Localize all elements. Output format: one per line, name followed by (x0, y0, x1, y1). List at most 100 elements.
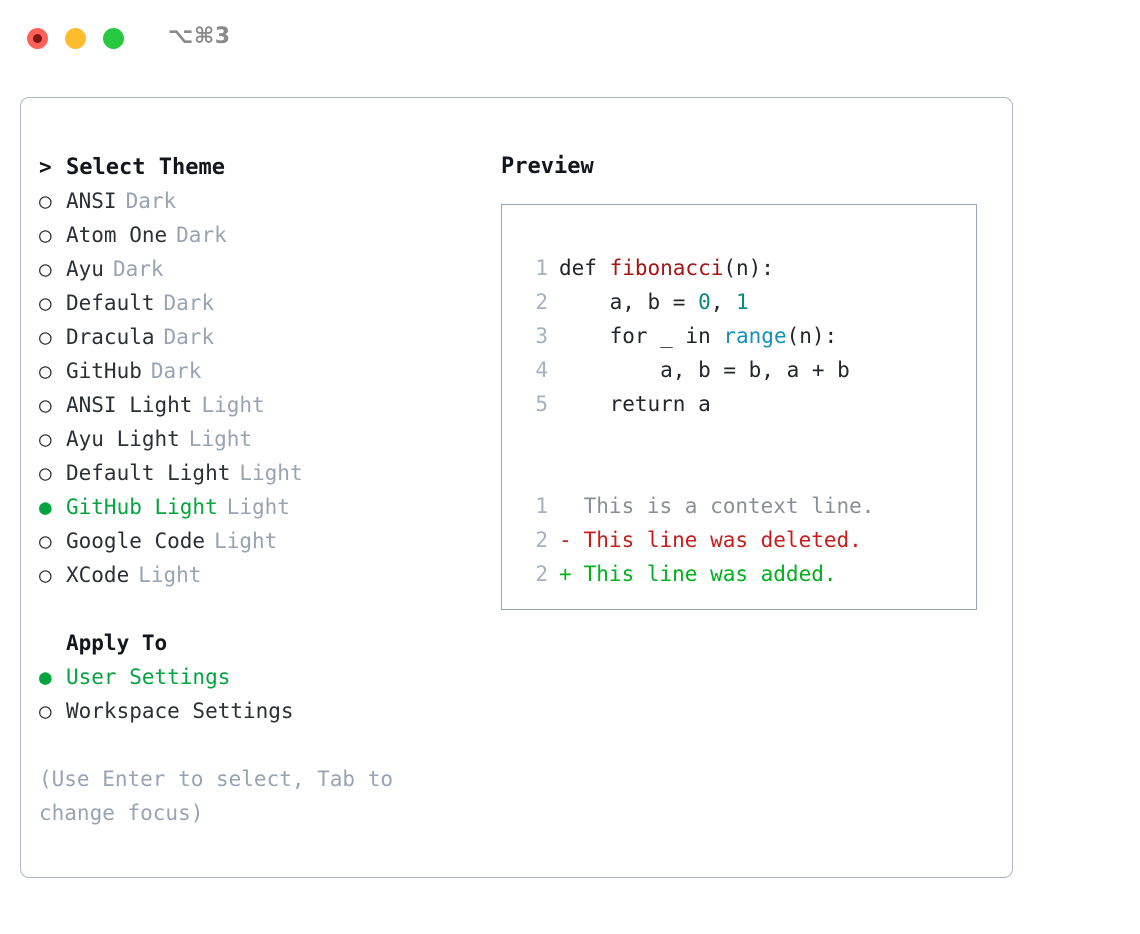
theme-option-ayu-light[interactable]: ○ Ayu Light Light (39, 422, 479, 456)
radio-unselected-icon[interactable]: ○ (39, 359, 52, 383)
apply-to-option-label: Workspace Settings (66, 699, 294, 723)
diff-sample-block: 1 This is a context line.2- This line wa… (522, 489, 976, 591)
preview-gap (522, 421, 976, 455)
code-line-number: 5 (535, 392, 548, 416)
diff-line-deleted: 2- This line was deleted. (522, 523, 976, 557)
close-button-icon[interactable] (27, 28, 48, 49)
code-line-number: 4 (535, 358, 548, 382)
code-line: 4 a, b = b, a + b (522, 353, 976, 387)
diff-line-number: 2 (535, 528, 548, 552)
radio-unselected-icon[interactable]: ○ (39, 257, 52, 281)
select-theme-title: Select Theme (66, 155, 225, 180)
code-token-number: 0 (698, 290, 711, 314)
diff-line-context: 1 This is a context line. (522, 489, 976, 523)
theme-option-xcode[interactable]: ○ XCode Light (39, 558, 479, 592)
theme-option-default-light[interactable]: ○ Default Light Light (39, 456, 479, 490)
apply-to-option-list: ● User Settings ○ Workspace Settings (39, 660, 479, 728)
theme-option-label: Default Light (66, 461, 231, 485)
theme-option-tag: Light (138, 563, 202, 587)
theme-option-tag: Dark (163, 325, 215, 349)
theme-option-tag: Light (188, 427, 253, 451)
code-token-plain: a, b = b, a + b (559, 358, 850, 382)
traffic-lights (27, 28, 124, 49)
theme-option-tag: Light (201, 393, 265, 417)
minimize-button-icon[interactable] (65, 28, 86, 49)
select-theme-header: > Select Theme (39, 150, 479, 184)
zoom-button-icon[interactable] (103, 28, 124, 49)
theme-option-tag: Dark (150, 359, 202, 383)
theme-option-tag: Dark (163, 291, 215, 315)
radio-unselected-icon[interactable]: ○ (39, 189, 52, 213)
title-bar: ⌥⌘3 (0, 0, 1140, 78)
theme-option-label: ANSI (66, 189, 117, 213)
diff-sign (559, 489, 571, 523)
apply-to-header: Apply To (39, 626, 479, 660)
keyboard-shortcut-label: ⌥⌘3 (168, 24, 231, 49)
diff-sign: - (559, 528, 572, 552)
radio-selected-icon[interactable]: ● (39, 495, 52, 519)
theme-option-label: XCode (66, 563, 130, 587)
theme-option-tag: Dark (112, 257, 164, 281)
code-line: 3 for _ in range(n): (522, 319, 976, 353)
code-token-call: range (723, 324, 787, 348)
code-token-plain: return a (559, 392, 711, 416)
code-line-number: 1 (535, 256, 548, 280)
list-spacer (39, 592, 479, 626)
theme-option-label: Google Code (66, 529, 206, 553)
theme-option-tag: Light (214, 529, 278, 553)
code-token-plain: , (710, 290, 737, 314)
theme-option-label: Atom One (66, 223, 168, 247)
radio-unselected-icon[interactable]: ○ (39, 223, 52, 247)
code-line: 1 def fibonacci(n): (522, 251, 976, 285)
code-line: 5 return a (522, 387, 976, 421)
code-line-number: 3 (535, 324, 548, 348)
theme-option-google-code[interactable]: ○ Google Code Light (39, 524, 479, 558)
code-line-number: 2 (535, 290, 548, 314)
code-token-plain: (n): (723, 256, 774, 280)
theme-option-tag: Light (226, 495, 290, 519)
code-sample-block: 1 def fibonacci(n): 2 a, b = 0, 1 3 for _ i… (522, 251, 976, 421)
radio-unselected-icon[interactable]: ○ (39, 393, 52, 417)
radio-selected-icon[interactable]: ● (39, 665, 52, 689)
theme-option-label: Ayu (66, 257, 104, 281)
radio-unselected-icon[interactable]: ○ (39, 325, 52, 349)
code-token-function: fibonacci (609, 256, 724, 280)
theme-option-label: ANSI Light (66, 393, 193, 417)
code-token-plain: (n): (786, 324, 838, 348)
theme-option-github-light[interactable]: ● GitHub Light Light (39, 490, 479, 524)
theme-option-label: GitHub Light (66, 495, 218, 519)
preview-title: Preview (501, 154, 594, 179)
code-token-plain: def (559, 256, 610, 280)
theme-option-tag: Dark (176, 223, 227, 247)
radio-unselected-icon[interactable]: ○ (39, 529, 52, 553)
diff-sign: + (559, 562, 572, 586)
help-hint-text: (Use Enter to select, Tab to change focu… (39, 767, 394, 825)
theme-option-tag: Light (239, 461, 303, 485)
radio-unselected-icon[interactable]: ○ (39, 461, 52, 485)
code-token-plain: for _ in (559, 324, 724, 348)
apply-to-option-user-settings[interactable]: ● User Settings (39, 660, 479, 694)
radio-unselected-icon[interactable]: ○ (39, 427, 52, 451)
radio-unselected-icon[interactable]: ○ (39, 699, 52, 723)
radio-unselected-icon[interactable]: ○ (39, 291, 52, 315)
code-token-plain: a, b = (559, 290, 699, 314)
theme-option-ansi-light[interactable]: ○ ANSI Light Light (39, 388, 479, 422)
diff-line-number: 2 (535, 562, 548, 586)
radio-unselected-icon[interactable]: ○ (39, 563, 52, 587)
diff-line-number: 1 (535, 494, 548, 518)
theme-option-label: Ayu Light (66, 427, 180, 451)
theme-option-atom-one[interactable]: ○ Atom One Dark (39, 218, 479, 252)
diff-line-text: This line was deleted. (571, 528, 862, 552)
apply-to-option-label: User Settings (66, 665, 231, 689)
apply-to-title: Apply To (66, 631, 168, 655)
apply-to-option-workspace-settings[interactable]: ○ Workspace Settings (39, 694, 479, 728)
theme-option-ayu[interactable]: ○ Ayu Dark (39, 252, 479, 286)
